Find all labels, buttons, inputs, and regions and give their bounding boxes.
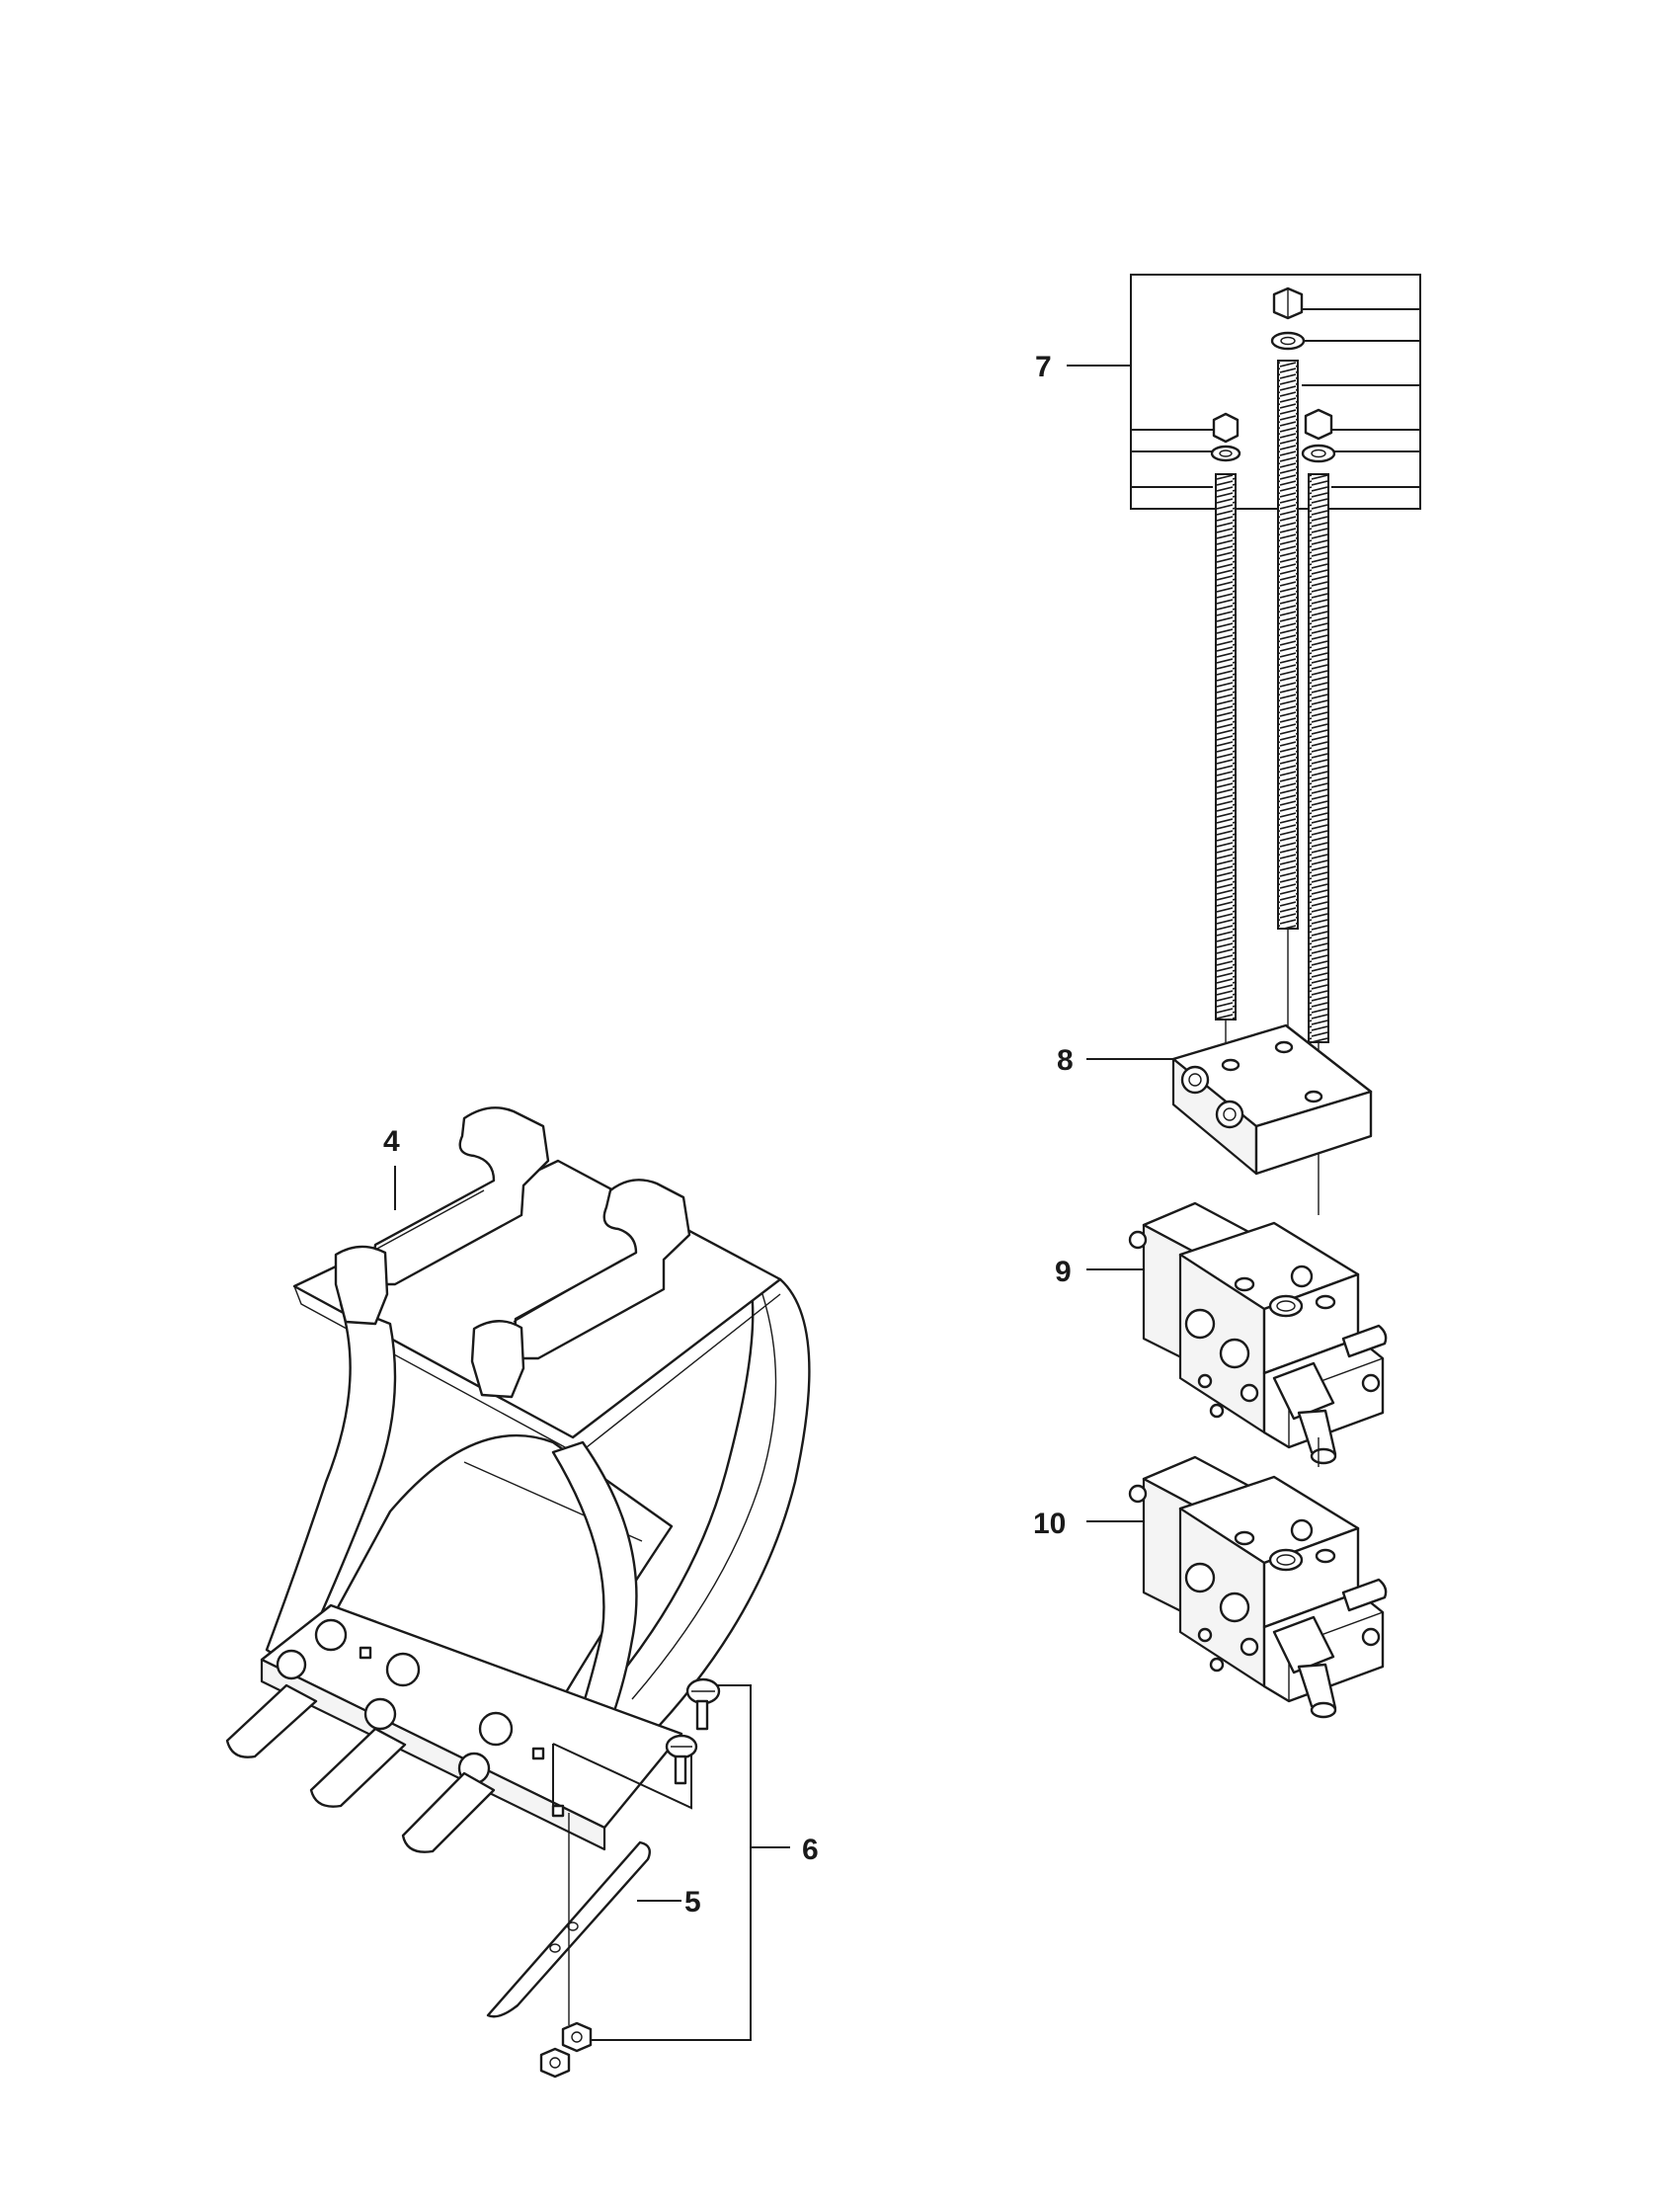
callout-9: 9 bbox=[1055, 1256, 1072, 1288]
valve-section-upper bbox=[1086, 1201, 1388, 1467]
end-block bbox=[1086, 1023, 1373, 1176]
callout-4: 4 bbox=[383, 1125, 400, 1158]
bucket bbox=[225, 1106, 811, 1853]
callout-8: 8 bbox=[1057, 1044, 1074, 1077]
callout-6: 6 bbox=[802, 1834, 819, 1866]
tie-rod-left bbox=[1210, 412, 1241, 1021]
tie-rod-long bbox=[1270, 286, 1306, 930]
tie-rod-right bbox=[1301, 408, 1336, 1043]
wear-strip bbox=[486, 1840, 681, 2018]
valve-section-lower bbox=[1086, 1455, 1388, 1719]
hardware-kit bbox=[539, 1677, 790, 2079]
callout-7: 7 bbox=[1035, 351, 1052, 383]
callout-5: 5 bbox=[684, 1886, 701, 1919]
callout-10: 10 bbox=[1033, 1508, 1066, 1540]
